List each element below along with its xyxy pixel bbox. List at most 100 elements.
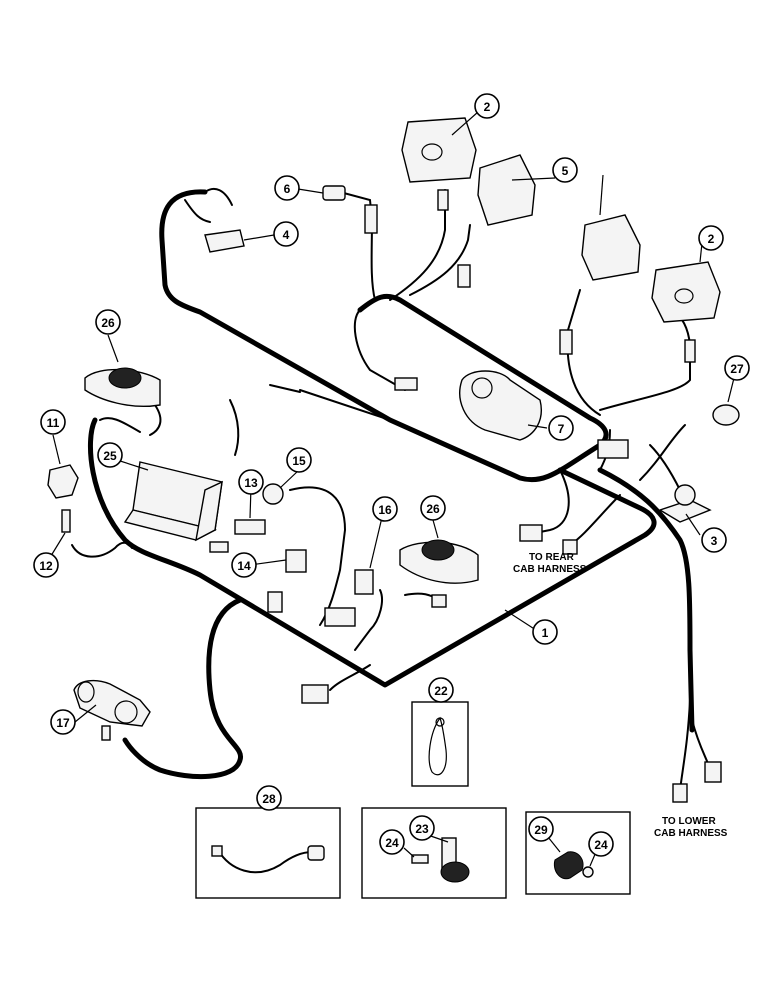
callout-number: 6 bbox=[284, 182, 291, 196]
callout-12: 12 bbox=[33, 552, 59, 578]
callout-27: 27 bbox=[724, 355, 750, 381]
connector-12 bbox=[61, 509, 71, 533]
callout-circle bbox=[231, 552, 257, 578]
callout-23: 23 bbox=[409, 815, 435, 841]
switch-27 bbox=[712, 404, 740, 426]
callout-28: 28 bbox=[256, 785, 282, 811]
label-rear-line1: TO REAR bbox=[529, 552, 575, 563]
work-lamp-right bbox=[559, 214, 641, 355]
callout-22: 22 bbox=[428, 677, 454, 703]
callout-3: 3 bbox=[701, 527, 727, 553]
callout-5: 5 bbox=[552, 157, 578, 183]
callout-6: 6 bbox=[274, 175, 300, 201]
fuse-holder-4 bbox=[204, 229, 245, 253]
callout-circle bbox=[286, 447, 312, 473]
callout-number: 22 bbox=[434, 684, 448, 698]
callout-circle bbox=[428, 677, 454, 703]
callout-26: 26 bbox=[420, 495, 446, 521]
callout-circle bbox=[372, 496, 398, 522]
callout-number: 24 bbox=[594, 838, 608, 852]
inset-22-strap bbox=[411, 701, 469, 787]
connector-14 bbox=[267, 549, 307, 613]
callout-number: 16 bbox=[378, 503, 392, 517]
callout-circle bbox=[274, 175, 300, 201]
callout-circle bbox=[474, 93, 500, 119]
radio-25 bbox=[123, 461, 223, 542]
callout-number: 27 bbox=[730, 362, 744, 376]
callout-circle bbox=[698, 225, 724, 251]
work-lamp-left bbox=[401, 117, 477, 211]
wiper-motor-top bbox=[394, 370, 542, 441]
callout-number: 2 bbox=[484, 100, 491, 114]
callout-number: 15 bbox=[292, 454, 306, 468]
callout-1: 1 bbox=[532, 619, 558, 645]
callout-number: 13 bbox=[244, 476, 258, 490]
callout-circle bbox=[420, 495, 446, 521]
callout-circle bbox=[40, 409, 66, 435]
callout-2: 2 bbox=[698, 225, 724, 251]
inset-28-wire bbox=[195, 807, 341, 899]
callout-number: 11 bbox=[47, 416, 60, 430]
callout-circle bbox=[273, 221, 299, 247]
callout-circle bbox=[552, 157, 578, 183]
callout-circle bbox=[379, 829, 405, 855]
callout-11: 11 bbox=[40, 409, 66, 435]
speaker-right bbox=[399, 539, 479, 608]
callout-26: 26 bbox=[95, 309, 121, 335]
callout-number: 29 bbox=[534, 823, 548, 837]
callout-circle bbox=[409, 815, 435, 841]
callout-circle bbox=[256, 785, 282, 811]
callout-number: 24 bbox=[385, 836, 399, 850]
callout-circle bbox=[33, 552, 59, 578]
callout-17: 17 bbox=[50, 709, 76, 735]
callout-circle bbox=[95, 309, 121, 335]
bracket-11 bbox=[47, 464, 79, 499]
connector-13 bbox=[209, 519, 266, 553]
callout-16: 16 bbox=[372, 496, 398, 522]
wiper-motor-17 bbox=[73, 679, 151, 741]
callout-29: 29 bbox=[528, 816, 554, 842]
plug-15 bbox=[262, 483, 284, 505]
callout-circle bbox=[528, 816, 554, 842]
callout-circle bbox=[50, 709, 76, 735]
callout-24: 24 bbox=[379, 829, 405, 855]
callout-circle bbox=[548, 415, 574, 441]
callout-number: 3 bbox=[711, 534, 718, 548]
callout-number: 7 bbox=[558, 422, 565, 436]
callout-15: 15 bbox=[286, 447, 312, 473]
callout-13: 13 bbox=[238, 469, 264, 495]
callout-number: 4 bbox=[283, 228, 290, 242]
callout-circle bbox=[588, 831, 614, 857]
callout-25: 25 bbox=[97, 442, 123, 468]
callout-14: 14 bbox=[231, 552, 257, 578]
callout-circle bbox=[238, 469, 264, 495]
callout-number: 26 bbox=[426, 502, 440, 516]
connector-6 bbox=[322, 185, 378, 234]
callout-circle bbox=[724, 355, 750, 381]
main-harness bbox=[88, 189, 695, 780]
work-lamp-center bbox=[457, 154, 536, 288]
callout-circle bbox=[97, 442, 123, 468]
label-rear-line2: CAB HARNESS bbox=[513, 564, 587, 575]
callout-number: 28 bbox=[262, 792, 276, 806]
callout-number: 25 bbox=[103, 449, 117, 463]
callout-number: 26 bbox=[101, 316, 115, 330]
callout-circle bbox=[532, 619, 558, 645]
switch-plate-3 bbox=[658, 484, 712, 523]
rear-cab-connectors bbox=[519, 439, 629, 555]
callout-number: 5 bbox=[562, 164, 569, 178]
callout-number: 12 bbox=[39, 559, 53, 573]
callout-2: 2 bbox=[474, 93, 500, 119]
work-lamp-far-right bbox=[651, 261, 721, 363]
branch-wires bbox=[71, 187, 711, 791]
callout-number: 14 bbox=[237, 559, 251, 573]
callout-number: 23 bbox=[415, 822, 429, 836]
callout-24: 24 bbox=[588, 831, 614, 857]
label-lower-line1: TO LOWER bbox=[662, 816, 716, 827]
label-lower-line2: CAB HARNESS bbox=[654, 828, 728, 839]
callout-number: 17 bbox=[56, 716, 70, 730]
speaker-left bbox=[84, 367, 161, 407]
callout-7: 7 bbox=[548, 415, 574, 441]
